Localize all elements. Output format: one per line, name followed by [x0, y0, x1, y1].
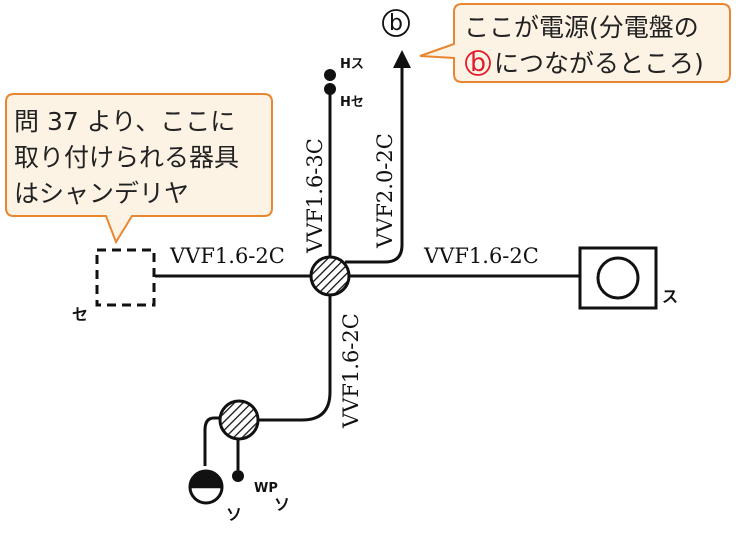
- wires: [155, 66, 580, 470]
- callout-right: ここが電源(分電盤の b につながるところ): [419, 3, 731, 83]
- callout-right-marker-icon: b: [465, 48, 491, 77]
- svg-text:b: b: [389, 11, 403, 36]
- callout-right-line-1: ここが電源(分電盤の: [464, 13, 699, 42]
- fixture-left-label: セ: [72, 305, 88, 324]
- switch-label-h-se: Hセ: [340, 95, 364, 110]
- junction-box-lower: [218, 399, 260, 441]
- outlet-circle: [188, 469, 224, 505]
- switch-label-h-su: Hス: [340, 57, 364, 72]
- callout-left: 問 37 より、ここに 取り付けられる器具 はシャンデリヤ: [5, 93, 273, 245]
- callout-left-line-3: はシャンデリヤ: [14, 179, 189, 208]
- cable-label-right: VVF1.6-2C: [423, 244, 539, 268]
- switch-dot-lower: [324, 83, 336, 95]
- outlet-wp-so-label: ソ: [274, 495, 290, 514]
- fixture-right-label: ス: [662, 287, 678, 306]
- junction-box-main: [309, 255, 351, 297]
- source-label: b: [382, 9, 410, 37]
- wire-down: [258, 295, 332, 422]
- callout-right-line-2: につながるところ): [494, 49, 704, 78]
- cable-label-left: VVF1.6-2C: [169, 244, 285, 268]
- switch-dot-upper: [324, 69, 336, 81]
- callout-left-line-1: 問 37 より、ここに: [14, 107, 235, 136]
- fixture-dashed-box: [95, 248, 156, 307]
- outlet-wp-dot: [232, 470, 244, 482]
- fixture-right-circle: [596, 256, 640, 300]
- callout-left-line-2: 取り付けられる器具: [14, 143, 239, 172]
- outlet-circle-half: [188, 469, 224, 489]
- outlet-so-label: ソ: [226, 505, 242, 524]
- cable-label-down: VVF1.6-2C: [339, 313, 363, 429]
- source-arrow-icon: [393, 50, 411, 68]
- outlet-wp-label: WP: [254, 481, 278, 496]
- wire-up-source: [345, 66, 404, 264]
- wire-to-outlet: [203, 416, 220, 466]
- svg-text:b: b: [470, 48, 486, 77]
- cable-label-up-source: VVF2.0-2C: [373, 133, 397, 249]
- cable-label-up-switch: VVF1.6-3C: [303, 138, 327, 254]
